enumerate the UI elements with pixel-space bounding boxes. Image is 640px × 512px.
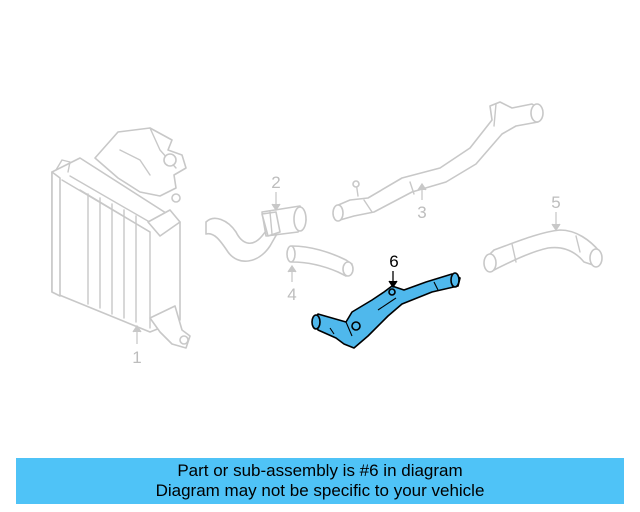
callout-4: 4	[287, 285, 296, 304]
part-5-hose	[483, 229, 603, 273]
footer-line-1: Part or sub-assembly is #6 in diagram	[177, 461, 463, 480]
footer-banner: Part or sub-assembly is #6 in diagram Di…	[16, 458, 624, 504]
part-4-hose	[286, 245, 354, 277]
callout-1: 1	[132, 348, 141, 367]
part-3-pipe	[332, 101, 544, 222]
part-6-pipe-highlighted[interactable]	[311, 272, 461, 349]
part-2-hose	[205, 205, 307, 262]
callout-2: 2	[271, 173, 280, 192]
callout-3: 3	[417, 203, 426, 222]
part-1-intercooler	[51, 127, 191, 349]
footer-line-2: Diagram may not be specific to your vehi…	[155, 481, 485, 500]
callout-6: 6	[389, 252, 398, 271]
callout-5: 5	[551, 193, 560, 212]
